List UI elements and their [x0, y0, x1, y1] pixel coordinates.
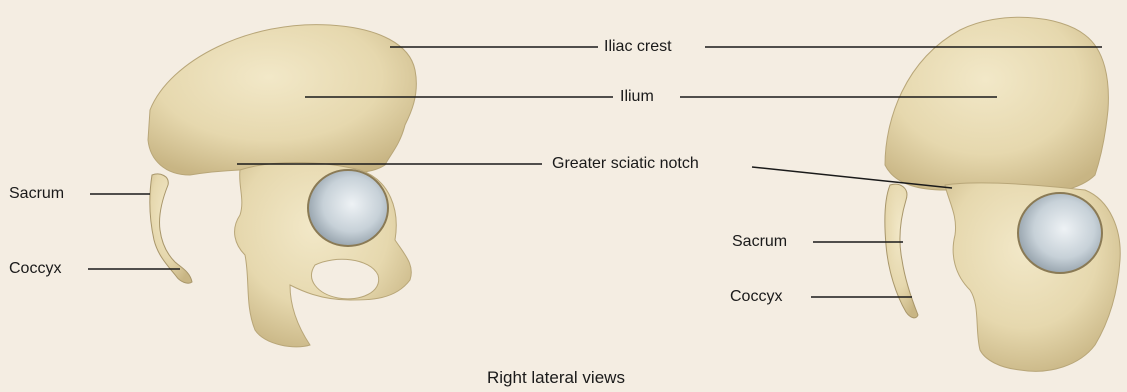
label-coccyx-left: Coccyx	[9, 260, 61, 278]
right-hip-bone	[885, 17, 1120, 371]
label-sacrum-right: Sacrum	[732, 233, 787, 251]
right-sacrum-coccyx	[885, 184, 918, 318]
left-acetabulum	[308, 170, 388, 246]
label-ilium: Ilium	[620, 88, 654, 106]
label-greater-sciatic-notch: Greater sciatic notch	[552, 155, 699, 173]
label-iliac-crest: Iliac crest	[604, 38, 672, 56]
left-hip-bone	[148, 25, 416, 347]
label-coccyx-right: Coccyx	[730, 288, 782, 306]
right-acetabulum	[1018, 193, 1102, 273]
left-ilium	[148, 25, 416, 175]
label-sacrum-left: Sacrum	[9, 185, 64, 203]
left-sacrum-coccyx	[150, 174, 192, 283]
figure-caption: Right lateral views	[487, 368, 625, 388]
right-ilium	[885, 17, 1108, 195]
